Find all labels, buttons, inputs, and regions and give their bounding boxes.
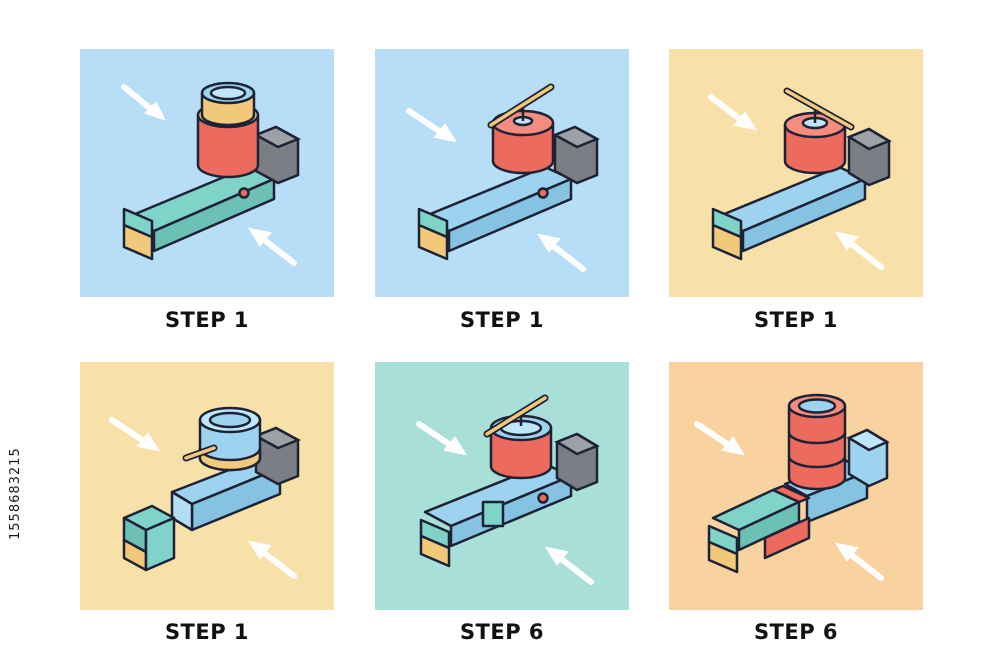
valve-handle [182,444,218,462]
valve-handle [783,87,855,131]
step-panel-2 [375,49,629,297]
step-panel-6 [669,362,923,610]
faucet-illustration-6 [669,362,923,610]
arrow-in-icon [247,227,297,266]
faucet-illustration-2 [375,49,629,297]
step-caption: STEP 1 [459,308,545,332]
valve-box [253,125,301,185]
faucet-illustration-5 [375,362,629,610]
valve-handle [487,83,555,129]
pipe-body [170,456,282,532]
step-caption: STEP 1 [164,620,250,644]
step-panel-1 [80,49,334,297]
step-caption: STEP 6 [459,620,545,644]
arrow-in-icon [536,233,586,272]
arrow-in-icon [834,231,884,270]
arrow-in-icon [416,421,468,456]
valve-cylinder [198,406,262,472]
step-caption: STEP 6 [753,620,839,644]
step-panel-5 [375,362,629,610]
faucet-illustration-1 [80,49,334,297]
faucet-illustration-3 [669,49,923,297]
valve-box [554,432,600,492]
spout-detached [122,504,176,572]
valve-box [253,426,301,486]
arrow-in-icon [834,542,884,581]
pipe-body [419,462,573,568]
arrow-in-icon [544,546,594,585]
valve-cylinder [489,412,553,480]
step-caption: STEP 1 [164,308,250,332]
arrow-in-icon [694,421,746,456]
arrow-in-icon [247,540,297,579]
step-panel-4 [80,362,334,610]
spout-detached [707,484,811,574]
valve-box [846,428,890,488]
stock-image-id: 1558683215 [8,447,23,540]
valve-box [552,125,600,185]
arrow-in-icon [121,84,166,121]
step-caption: STEP 1 [753,308,839,332]
arrow-in-icon [708,94,758,131]
pipe-body [711,165,867,261]
arrow-in-icon [406,108,458,143]
valve-cylinder [196,81,260,179]
step-panel-3 [669,49,923,297]
arrow-in-icon [109,417,161,452]
valve-handle [483,394,549,438]
valve-cylinder [787,393,847,491]
faucet-illustration-4 [80,362,334,610]
valve-box [846,127,892,187]
